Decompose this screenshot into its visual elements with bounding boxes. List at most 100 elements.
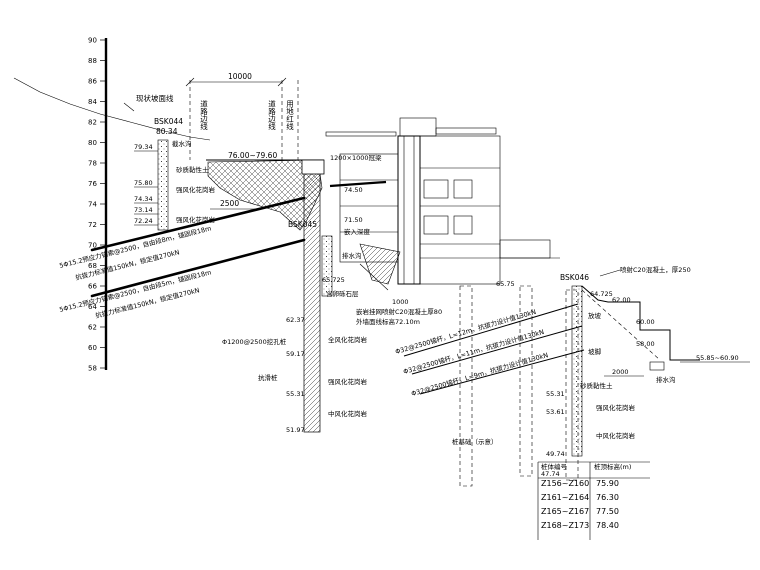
- scale-tick-label: 78: [88, 160, 97, 168]
- scale-tick-label: 58: [88, 365, 97, 373]
- table-row-4-val: 78.40: [596, 521, 619, 530]
- elevation-scale: 90 88 86 84 82 80 78 76 74 72 70 68 66 64 62 60 58: [88, 37, 108, 373]
- elev-5531: 55.31: [286, 390, 305, 398]
- elev-5800: 58.00: [636, 340, 655, 348]
- pile-label: Φ1200@2500挖孔桩: [222, 337, 287, 346]
- building: 1200×1000冠梁 74.50 71.50 嵌入深度 排水沟 1000 嵌岩…: [325, 117, 560, 326]
- bsk045-label: BSK045: [288, 220, 317, 229]
- pile-note: 桩基础（示意）: [452, 437, 498, 446]
- soil-strong-label-2: 强风化花岗岩: [176, 215, 216, 224]
- drain-label-1: 排水沟: [342, 251, 362, 260]
- soil-sand-label: 砂质黏性土: [176, 165, 209, 174]
- ground-line-label: 现状坡面线: [136, 93, 174, 103]
- bsk044-label: BSK044: [154, 117, 183, 126]
- dim-1000: 1000: [392, 298, 409, 306]
- scale-tick-label: 82: [88, 119, 97, 127]
- wall-note-1: 嵌岩挂网喷射C20混凝土厚80: [356, 307, 442, 316]
- borehole-bsk046: BSK046 64.725 62.00 60.00 58.00 55.85~60…: [496, 265, 750, 458]
- road-left-label: 道路边线: [199, 99, 208, 131]
- elev-6575: 65.75: [496, 280, 515, 288]
- table-head-1: 桩体编号: [541, 462, 568, 471]
- anchor2-label: Φ32@2500锚杆，L=11m，抗拔力设计值130kN: [402, 327, 545, 376]
- elev-5361: 53.61: [546, 408, 565, 416]
- elev-6200: 62.00: [612, 296, 631, 304]
- road-right-label: 道路边线: [267, 99, 276, 131]
- retaining-pile: 62.37 59.17 55.31 51.97 Φ1200@2500挖孔桩 抗滑…: [222, 159, 368, 434]
- elev-7150: 71.50: [344, 216, 363, 224]
- road-elev: 76.00~79.60: [228, 151, 277, 160]
- elev-5197: 51.97: [286, 426, 305, 434]
- scale-tick-label: 80: [88, 139, 97, 147]
- scale-tick-label: 66: [88, 283, 97, 291]
- road-markers: 10000 道路边线 道路边线 用地红线: [185, 72, 299, 160]
- table-row-3-val: 77.50: [596, 507, 619, 516]
- elev-5917: 59.17: [286, 350, 305, 358]
- table-row-2-id: Z161~Z164: [541, 493, 589, 502]
- scale-tick-label: 64: [88, 303, 97, 311]
- elev-5531b: 55.31: [546, 390, 565, 398]
- facade-label: 抗滑桩: [258, 373, 278, 382]
- scale-tick-label: 70: [88, 242, 97, 250]
- borehole-bsk044: BSK044 80.34 79.34 75.80 74.34 73.14 72.…: [134, 117, 216, 231]
- embed-label: 嵌入深度: [344, 227, 371, 236]
- redline-label: 用地红线: [285, 100, 294, 131]
- scale-tick-label: 88: [88, 57, 97, 65]
- scale-tick-label: 84: [88, 98, 97, 106]
- scale-tick-label: 74: [88, 201, 97, 209]
- table-row-3-id: Z165~Z167: [541, 507, 589, 516]
- dim-2500: 2500: [220, 199, 239, 208]
- soil-full-label: 全风化花岗岩: [328, 335, 368, 344]
- elev-4974: 49.74: [546, 450, 565, 458]
- elev-4774: 47.74: [541, 470, 560, 478]
- ditch-label-1: 截水沟: [172, 139, 192, 148]
- scale-tick-label: 72: [88, 221, 97, 229]
- soil-sand-label-2: 砂质黏性土: [580, 381, 613, 390]
- elev-6000: 60.00: [636, 318, 655, 326]
- table-row-1-id: Z156~Z160: [541, 479, 589, 488]
- dim-10000: 10000: [228, 72, 252, 81]
- elev-7224: 72.24: [134, 217, 153, 225]
- pile-table: 桩体编号 桩顶标高(m) 47.74 Z156~Z160 75.90 Z161~…: [537, 461, 650, 540]
- bsk046-label: BSK046: [560, 273, 589, 282]
- elev-6571: 65.725: [322, 276, 345, 284]
- elev-6474: 64.725: [590, 290, 613, 298]
- soil-mid-label-2: 中风化花岗岩: [596, 431, 636, 440]
- scale-tick-label: 76: [88, 180, 97, 188]
- soil-pebble-label: 含卵砾石层: [326, 289, 359, 298]
- wall-note-2: 外墙面线标高72.10m: [356, 317, 420, 326]
- table-row-1-val: 75.90: [596, 479, 619, 488]
- dim-2000: 2000: [612, 368, 629, 376]
- toe-label: 坡脚: [588, 347, 602, 356]
- elev-6237: 62.37: [286, 316, 305, 324]
- soil-strong-label-4: 强风化花岗岩: [596, 403, 636, 412]
- scale-tick-label: 68: [88, 262, 97, 270]
- soil-mid-label-1: 中风化花岗岩: [328, 409, 368, 418]
- table-row-2-val: 76.30: [596, 493, 619, 502]
- soil-strong-label-3: 强风化花岗岩: [328, 377, 368, 386]
- elev-5585: 55.85~60.90: [696, 354, 739, 362]
- scale-tick-label: 60: [88, 344, 97, 352]
- elev-7314: 73.14: [134, 206, 153, 214]
- elev-7934: 79.34: [134, 143, 153, 151]
- slope-label: 放坡: [588, 311, 602, 320]
- existing-ground-line: 现状坡面线: [13, 77, 211, 141]
- drain-label-2: 排水沟: [656, 375, 676, 384]
- table-rows: Z156~Z160 75.90 Z161~Z164 76.30 Z165~Z16…: [541, 479, 619, 530]
- scale-tick-label: 86: [88, 78, 97, 86]
- elev-7434: 74.34: [134, 195, 153, 203]
- table-head-2: 桩顶标高(m): [594, 462, 631, 471]
- elev-7580: 75.80: [134, 179, 153, 187]
- beam-label: 1200×1000冠梁: [330, 153, 382, 162]
- scale-tick-label: 62: [88, 324, 97, 332]
- soil-strong-label-1: 强风化花岗岩: [176, 185, 216, 194]
- borehole-bsk045: BSK045 65.725 含卵砾石层: [288, 220, 359, 298]
- spray-label: 喷射C20混凝土，厚250: [620, 265, 691, 274]
- table-row-4-id: Z168~Z173: [541, 521, 589, 530]
- scale-tick-label: 90: [88, 37, 97, 45]
- soil-anchors: Φ32@2500锚杆，L=12m，抗拔力设计值130kN Φ32@2500锚杆，…: [394, 303, 585, 398]
- bsk044-elev: 80.34: [156, 127, 178, 136]
- anchor3-label: Φ32@2500锚杆，L=9m，抗拔力设计值130kN: [410, 350, 549, 398]
- elev-7450: 74.50: [344, 186, 363, 194]
